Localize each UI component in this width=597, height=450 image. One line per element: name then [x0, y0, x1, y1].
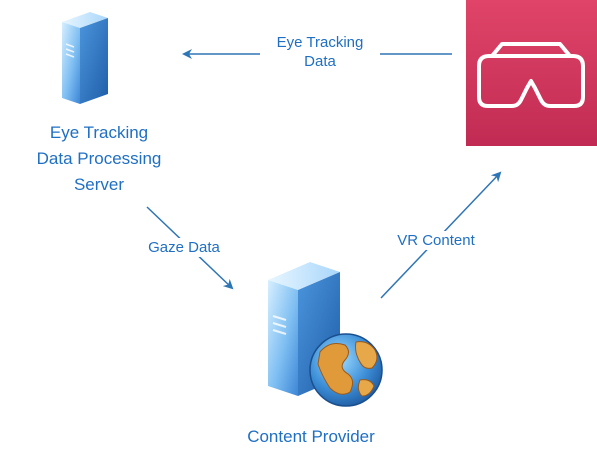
edge-gaze-data-label: Gaze Data — [136, 238, 232, 257]
edge-eye-tracking-data-label-line-1: Eye Tracking — [276, 34, 364, 51]
edge-vr-content-label-text: VR Content — [397, 232, 475, 249]
content-provider-label-text: Content Provider — [247, 427, 375, 446]
web-server-globe-icon — [268, 262, 383, 407]
edge-eye-tracking-data-label: Eye Tracking Data — [260, 33, 380, 71]
eye-tracking-server-label: Eye Tracking Data Processing Server — [14, 120, 184, 198]
vr-headset-icon — [466, 0, 597, 146]
edge-vr-content-label: VR Content — [384, 231, 488, 250]
server-icon — [62, 12, 108, 104]
edge-eye-tracking-data-label-line-2: Data — [304, 53, 336, 70]
edge-gaze-data-label-text: Gaze Data — [148, 239, 220, 256]
eye-tracking-server-label-line-1: Eye Tracking — [49, 123, 149, 142]
eye-tracking-server-label-line-3: Server — [73, 175, 125, 194]
content-provider-label: Content Provider — [226, 424, 396, 450]
eye-tracking-server-label-line-2: Data Processing — [36, 149, 162, 168]
